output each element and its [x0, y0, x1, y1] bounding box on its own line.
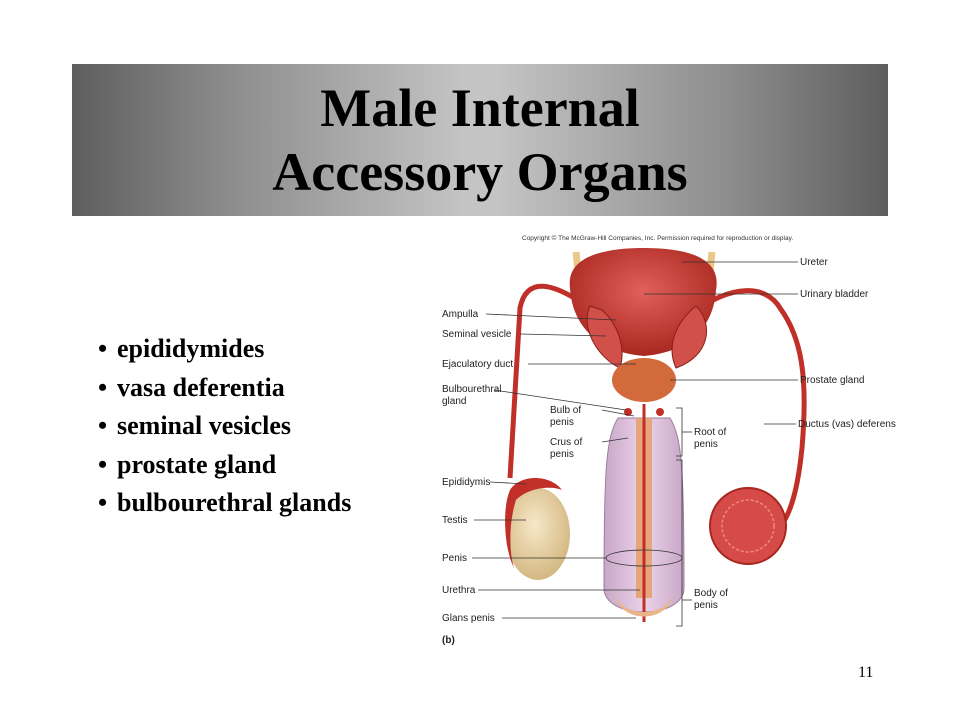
- left-testis: [506, 488, 570, 580]
- label-ductus-deferens: Ductus (vas) deferens: [798, 419, 896, 430]
- copyright-notice: Copyright © The McGraw-Hill Companies, I…: [522, 234, 793, 242]
- title-bar: Male Internal Accessory Organs: [72, 64, 888, 216]
- leader-line: [601, 409, 635, 417]
- label-ureter: Ureter: [800, 257, 828, 268]
- label-crus-of-penis: penis: [550, 449, 574, 460]
- slide-title-line-2: Accessory Organs: [272, 142, 688, 202]
- body-bracket: [676, 459, 683, 627]
- label-crus-of-penis: Crus of: [550, 437, 582, 448]
- label-root-of-penis: Root of: [694, 427, 726, 438]
- leader-line: [601, 437, 629, 443]
- label-bulb-of-penis: penis: [550, 417, 574, 428]
- label-urinary-bladder: Urinary bladder: [800, 289, 869, 300]
- label-root-of-penis: penis: [694, 439, 718, 450]
- slide-number: 11: [858, 664, 874, 681]
- label-body-of-penis: penis: [694, 600, 718, 611]
- slide-title-line-1: Male Internal: [320, 78, 640, 138]
- leader-line: [489, 481, 527, 485]
- testis-lobule-pattern: [721, 499, 775, 553]
- label-seminal-vesicle: Seminal vesicle: [442, 329, 512, 340]
- prostate-gland: [612, 358, 676, 402]
- leader-line: [493, 389, 627, 411]
- label-body-of-penis: Body of: [694, 588, 728, 599]
- bullet-item: vasa deferentia: [98, 369, 351, 408]
- leader-line: [519, 333, 607, 337]
- label-glans-penis: Glans penis: [442, 613, 495, 624]
- left-epididymis: [505, 478, 562, 568]
- panel-label: (b): [442, 635, 455, 646]
- leader-line: [485, 313, 617, 321]
- label-penis: Penis: [442, 553, 467, 564]
- bullet-item: epididymides: [98, 330, 351, 369]
- right-seminal-vesicle: [671, 305, 708, 369]
- label-urethra: Urethra: [442, 585, 476, 596]
- glans-penis-shape: [614, 588, 674, 617]
- right-ductus-deferens: [690, 288, 807, 536]
- label-bulb-of-penis: Bulb of: [550, 405, 581, 416]
- bullet-item: bulbourethral glands: [98, 484, 351, 523]
- right-bulbourethral-gland: [656, 408, 664, 416]
- label-prostate-gland: Prostate gland: [800, 375, 865, 386]
- label-bulbourethral-gland: gland: [442, 396, 466, 407]
- testis-cross-section: [709, 487, 787, 565]
- label-bulbourethral-gland: Bulbourethral: [442, 384, 501, 395]
- label-ejaculatory-duct: Ejaculatory duct: [442, 359, 513, 370]
- anatomy-figure: Copyright © The McGraw-Hill Companies, I…: [430, 228, 910, 652]
- label-testis: Testis: [442, 515, 468, 526]
- label-ampulla: Ampulla: [442, 309, 479, 320]
- bullet-item: prostate gland: [98, 446, 351, 485]
- anatomy-illustration: Copyright © The McGraw-Hill Companies, I…: [442, 234, 896, 646]
- label-epididymis: Epididymis: [442, 477, 490, 488]
- bullet-item: seminal vesicles: [98, 407, 351, 446]
- bullet-list: epididymides vasa deferentia seminal ves…: [98, 330, 351, 523]
